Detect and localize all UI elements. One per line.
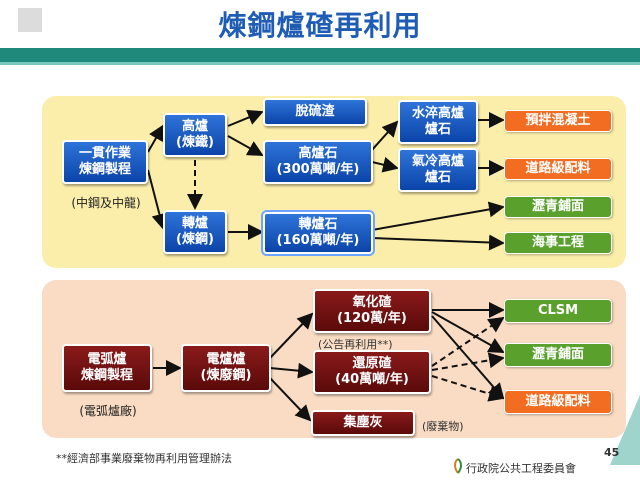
arrow-eaf-to-oxidizing	[269, 312, 314, 359]
header-band	[0, 48, 640, 62]
desulfurization-slag-node: 脫硫渣	[263, 98, 367, 126]
header-band-accent	[0, 62, 640, 65]
corner-logo-square	[18, 8, 42, 32]
use-marine-engineering: 海事工程	[504, 232, 612, 254]
eaf-steelmaking-node: 電弧爐 煉鋼製程	[62, 344, 152, 392]
arrow-bfslag-to-water	[371, 120, 399, 151]
use-clsm: CLSM	[504, 299, 612, 323]
blast-furnace-slag-node: 高爐石 (300萬噸/年)	[263, 140, 373, 184]
dust-note: (廢棄物)	[422, 420, 464, 433]
electric-furnace-node: 電爐爐 (煉廢鋼)	[181, 344, 271, 392]
page-title: 煉鋼爐碴再利用	[218, 9, 422, 42]
org-logo-icon	[452, 458, 464, 474]
oxidizing-slag-note: (公告再利用**)	[318, 338, 393, 351]
arrow-convslag-to-asphalt	[371, 201, 505, 231]
arrow-bf-to-desulf	[227, 109, 264, 127]
converter-node: 轉爐 (煉鋼)	[163, 210, 227, 254]
arrow-reducing-to-clsm-dashed	[431, 316, 505, 367]
footnote: **經濟部事業廢棄物再利用管理辦法	[56, 452, 232, 465]
use-asphalt-pavement: 瀝青鋪面	[504, 196, 612, 218]
page-number: 45	[604, 446, 620, 459]
arrow-eaf-to-reducing	[269, 362, 314, 379]
reducing-slag-node: 還原碴 (40萬噸/年)	[313, 350, 431, 394]
use-ready-mix-concrete: 預拌混凝土	[504, 110, 612, 132]
arrow-oxidizing-to-road	[431, 315, 505, 400]
oxidizing-slag-node: 氧化碴 (120萬/年)	[313, 289, 431, 333]
arrow-source-to-converter	[147, 169, 168, 230]
corner-decoration	[610, 395, 640, 465]
integrated-steelmaking-node: 一貫作業 煉鋼製程	[62, 140, 148, 184]
air-cooled-slag-node: 氣冷高爐 爐石	[398, 148, 478, 192]
eaf-source-caption: (電弧爐廠)	[79, 404, 137, 418]
water-quenched-slag-node: 水淬高爐 爐石	[398, 100, 478, 144]
blast-furnace-node: 高爐 (煉鐵)	[163, 113, 227, 157]
converter-slag-node: 轉爐石 (160萬噸/年)	[263, 212, 373, 254]
arrow-bfslag-to-air	[371, 156, 399, 173]
integrated-source-caption: (中鋼及中龍)	[71, 196, 141, 210]
arrow-reducing-to-asphalt-dashed	[431, 352, 505, 371]
organization-name: 行政院公共工程委員會	[466, 462, 576, 475]
arrow-reducing-to-road-dashed	[431, 375, 505, 402]
use-road-aggregate-bottom: 道路級配料	[504, 390, 612, 414]
arrow-convslag-to-marine	[371, 234, 505, 251]
use-road-aggregate: 道路級配料	[504, 158, 612, 180]
use-asphalt-pavement-bottom: 瀝青鋪面	[504, 343, 612, 367]
dust-node: 集塵灰	[311, 410, 415, 436]
arrow-eaf-to-dust	[269, 377, 312, 422]
arrow-source-to-bf	[147, 124, 164, 153]
arrow-oxidizing-to-asphalt	[431, 311, 505, 353]
arrow-bf-to-bfslag	[227, 135, 264, 156]
